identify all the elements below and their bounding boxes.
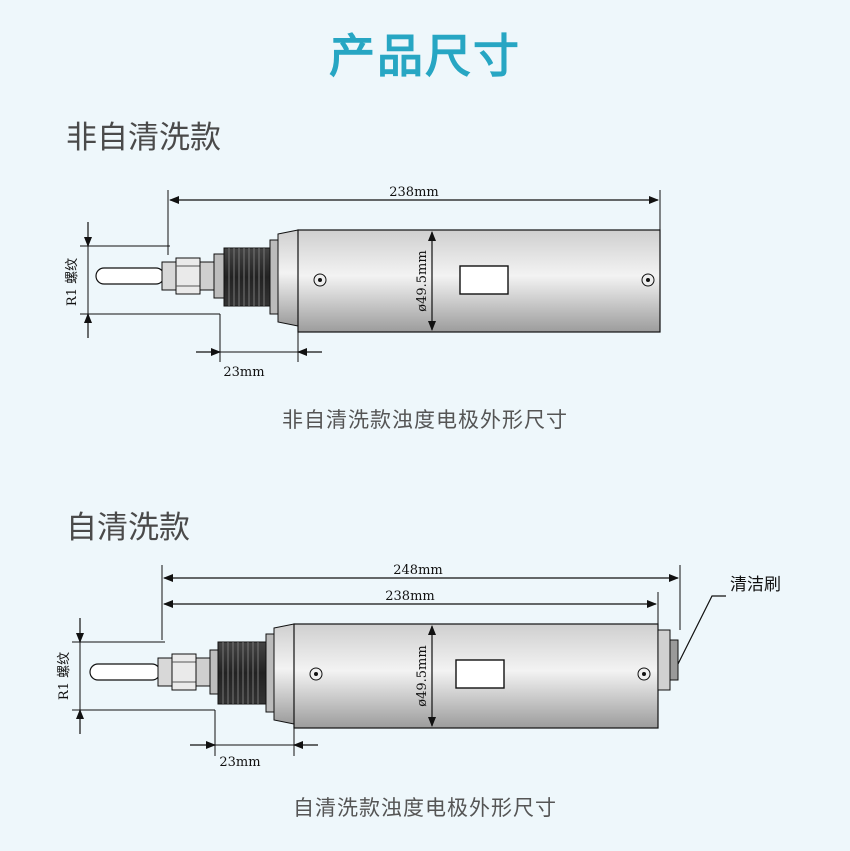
gland-nut <box>209 649 219 695</box>
caption-non-self-cleaning: 非自清洗款浊度电极外形尺寸 <box>282 408 568 432</box>
dimension-thread-label: 23mm <box>223 365 264 380</box>
page-title: 产品尺寸 <box>329 29 521 83</box>
cleaning-brush <box>657 629 671 691</box>
cleaning-brush <box>669 639 679 681</box>
dimension-total-label: 238mm <box>389 185 438 200</box>
dimension-total-label: 238mm <box>385 589 434 604</box>
label-window <box>459 265 509 295</box>
section-heading-non-self-cleaning: 非自清洗款 <box>66 120 221 156</box>
hex-collar <box>265 633 275 713</box>
thread-label: R1 螺纹 <box>57 652 72 700</box>
brush-leader <box>675 595 726 669</box>
dimension-diameter-label: ø49.5mm <box>415 250 430 311</box>
label-window <box>455 659 505 689</box>
gland-nut <box>171 653 197 691</box>
dimension-diameter-label: ø49.5mm <box>415 645 430 706</box>
gland-nut <box>157 657 173 687</box>
gland-nut <box>175 257 201 295</box>
thread-label: R1 螺纹 <box>65 258 80 306</box>
brush-label: 清洁刷 <box>730 575 781 595</box>
dimension-total-outer-label: 248mm <box>393 563 442 578</box>
probe-rod <box>89 663 161 681</box>
section-heading-self-cleaning: 自清洗款 <box>66 510 190 546</box>
dimension-thread-label: 23mm <box>219 755 260 770</box>
electrode-drawing-non-self-cleaning: 238mm R1 螺纹 ø49.5mm 23mm <box>65 185 661 380</box>
caption-self-cleaning: 自清洗款浊度电极外形尺寸 <box>293 796 557 820</box>
gland-nut <box>195 657 211 687</box>
hex-collar <box>273 623 295 725</box>
thread-section <box>217 641 267 705</box>
